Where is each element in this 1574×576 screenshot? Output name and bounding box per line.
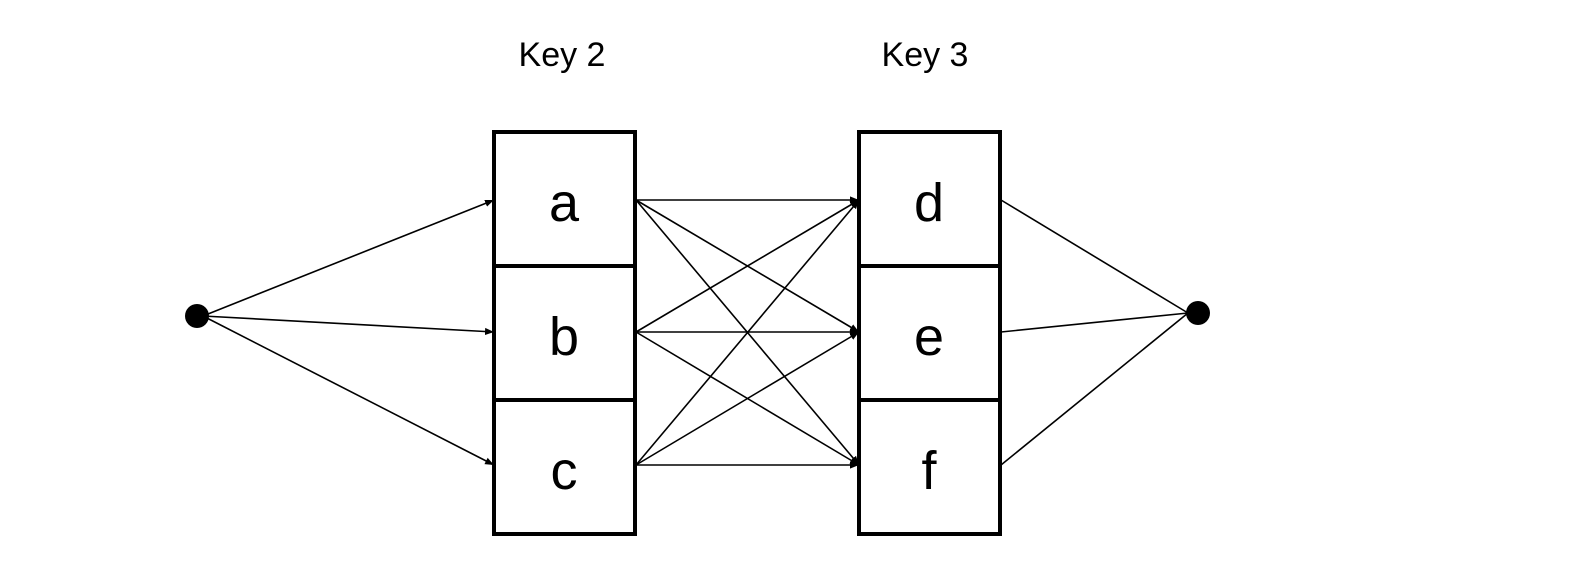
cell-d: d xyxy=(857,130,1002,268)
cell-f: f xyxy=(857,398,1002,536)
column-key-2: a b c xyxy=(492,130,637,536)
column-title-key-2: Key 2 xyxy=(519,36,606,74)
cell-b-label: b xyxy=(549,307,579,367)
cell-b: b xyxy=(492,264,637,402)
column-key-3: d e f xyxy=(857,130,1002,536)
cell-e: e xyxy=(857,264,1002,402)
cell-a-box xyxy=(492,130,637,268)
edge-d-to-end xyxy=(1000,199,1189,314)
source-node-dot xyxy=(185,304,209,328)
edge-f-to-end xyxy=(1000,312,1189,466)
edges-layer xyxy=(202,196,1189,469)
edge-b-to-d xyxy=(635,199,860,333)
column-title-key-3: Key 3 xyxy=(882,36,969,74)
cell-c-box xyxy=(492,398,637,536)
cell-f-label: f xyxy=(921,441,937,501)
cell-c: c xyxy=(492,398,637,536)
cell-d-label: d xyxy=(914,173,944,233)
cell-a-label: a xyxy=(549,173,580,233)
edge-e-to-end xyxy=(1000,312,1189,333)
edge-c-to-d xyxy=(635,199,860,466)
cell-c-label: c xyxy=(551,441,578,501)
cell-f-box xyxy=(857,398,1002,536)
edge-start-to-a xyxy=(202,199,495,317)
cell-a: a xyxy=(492,130,637,268)
edge-c-to-e xyxy=(635,331,860,466)
cell-e-label: e xyxy=(914,307,944,367)
edge-start-to-b xyxy=(202,315,495,336)
edge-start-to-c xyxy=(202,315,495,466)
sink-node-dot xyxy=(1186,301,1210,325)
